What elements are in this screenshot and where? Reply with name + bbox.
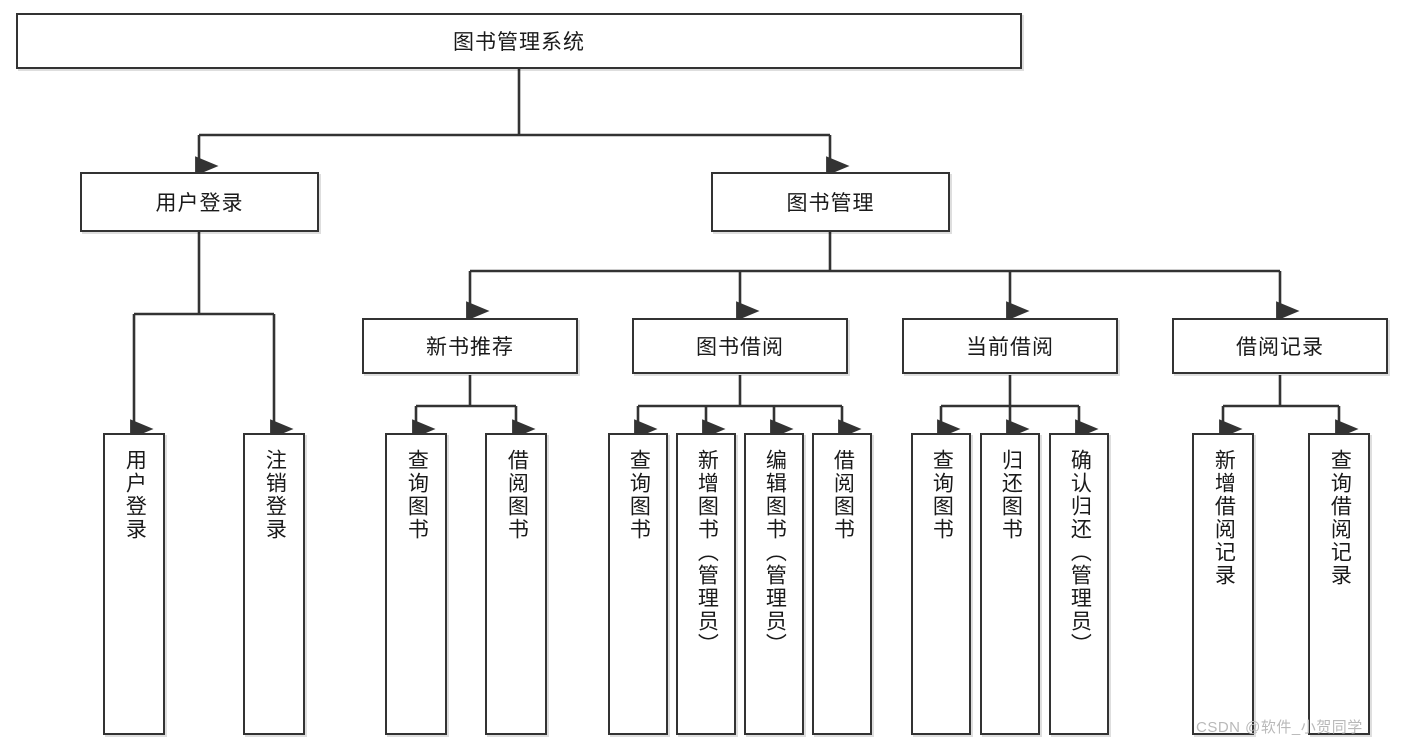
node-user-login[interactable]: 用户登录 bbox=[80, 172, 319, 232]
leaf-label: 借阅图书 bbox=[505, 449, 529, 541]
leaf-current-return-book[interactable]: 归还图书 bbox=[980, 433, 1040, 735]
leaf-label: 查询借阅记录 bbox=[1328, 449, 1352, 587]
leaf-borrow-add-book-admin[interactable]: 新增图书（管理员） bbox=[676, 433, 736, 735]
leaf-label: 查询图书 bbox=[405, 449, 429, 541]
node-new-book-recommend[interactable]: 新书推荐 bbox=[362, 318, 578, 374]
leaf-label: 注销登录 bbox=[263, 449, 287, 541]
leaf-new-book-borrow[interactable]: 借阅图书 bbox=[485, 433, 547, 735]
leaf-current-confirm-return-admin[interactable]: 确认归还（管理员） bbox=[1049, 433, 1109, 735]
leaf-record-add-record[interactable]: 新增借阅记录 bbox=[1192, 433, 1254, 735]
leaf-record-query-record[interactable]: 查询借阅记录 bbox=[1308, 433, 1370, 735]
node-book-management[interactable]: 图书管理 bbox=[711, 172, 950, 232]
node-book-management-label: 图书管理 bbox=[786, 192, 875, 215]
leaf-borrow-edit-book-admin[interactable]: 编辑图书（管理员） bbox=[744, 433, 804, 735]
node-current-borrow[interactable]: 当前借阅 bbox=[902, 318, 1118, 374]
leaf-label: 编辑图书（管理员） bbox=[763, 449, 787, 656]
node-current-borrow-label: 当前借阅 bbox=[966, 336, 1054, 359]
node-root-system[interactable]: 图书管理系统 bbox=[16, 13, 1022, 69]
leaf-user-login-logout[interactable]: 注销登录 bbox=[243, 433, 305, 735]
leaf-label: 归还图书 bbox=[999, 449, 1023, 541]
node-borrow-record-label: 借阅记录 bbox=[1236, 336, 1324, 359]
leaf-label: 用户登录 bbox=[123, 449, 147, 541]
leaf-label: 确认归还（管理员） bbox=[1068, 449, 1092, 656]
node-new-book-recommend-label: 新书推荐 bbox=[426, 336, 514, 359]
leaf-label: 查询图书 bbox=[930, 449, 954, 541]
leaf-label: 借阅图书 bbox=[831, 449, 855, 541]
node-user-login-label: 用户登录 bbox=[155, 192, 244, 215]
leaf-borrow-query-book[interactable]: 查询图书 bbox=[608, 433, 668, 735]
node-root-label: 图书管理系统 bbox=[453, 31, 585, 54]
node-book-borrow-label: 图书借阅 bbox=[696, 336, 784, 359]
leaf-new-book-query[interactable]: 查询图书 bbox=[385, 433, 447, 735]
leaf-label: 新增图书（管理员） bbox=[695, 449, 719, 656]
leaf-user-login-login[interactable]: 用户登录 bbox=[103, 433, 165, 735]
leaf-current-query-book[interactable]: 查询图书 bbox=[911, 433, 971, 735]
csdn-watermark: CSDN @软件_小贺同学 bbox=[1196, 719, 1363, 736]
node-book-borrow[interactable]: 图书借阅 bbox=[632, 318, 848, 374]
leaf-label: 新增借阅记录 bbox=[1212, 449, 1236, 587]
leaf-label: 查询图书 bbox=[627, 449, 651, 541]
leaf-borrow-borrow-book[interactable]: 借阅图书 bbox=[812, 433, 872, 735]
node-borrow-record[interactable]: 借阅记录 bbox=[1172, 318, 1388, 374]
